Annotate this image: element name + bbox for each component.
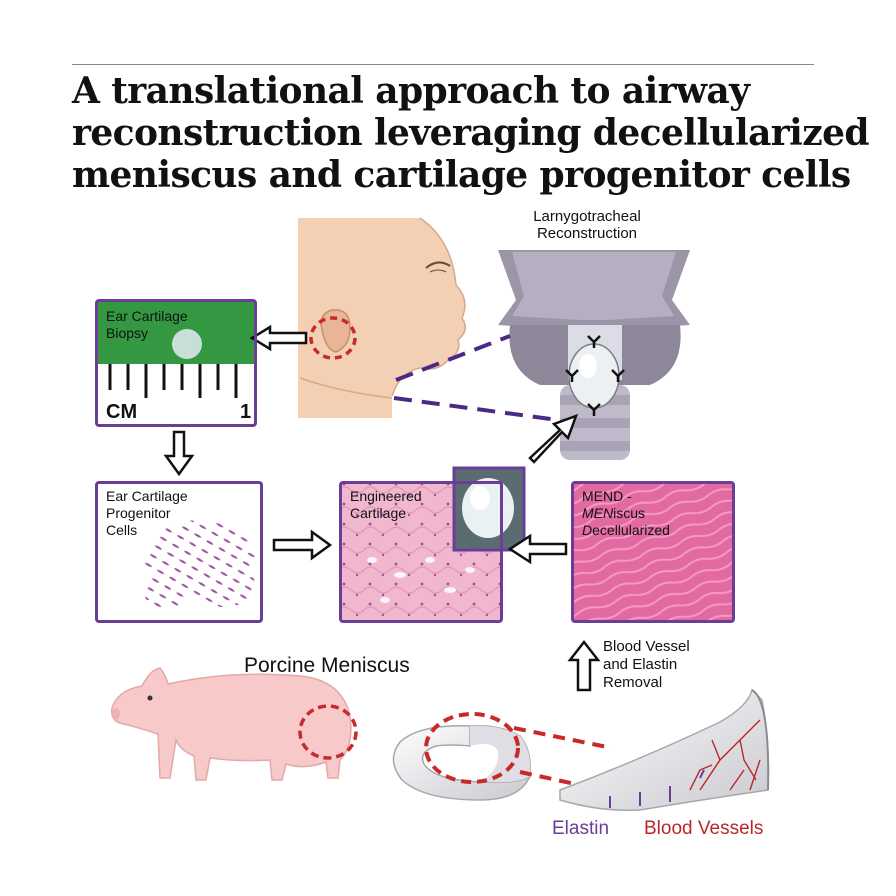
red-dash-upper (513, 726, 613, 750)
title-rule (72, 64, 814, 65)
porcine-meniscus-label: Porcine Meniscus (244, 654, 410, 677)
biopsy-panel (95, 299, 257, 427)
graft-implant (568, 343, 620, 409)
mend-histology (574, 484, 732, 620)
red-dash-lower (519, 770, 613, 794)
ruler-digit-label: 1 (240, 401, 252, 423)
mend-label-line2-italic: MEN (582, 505, 614, 521)
engineered-label: Engineered Cartilage (350, 488, 422, 522)
progenitor-label-line1: Ear Cartilage (106, 488, 188, 504)
title-line-3: meniscus and cartilage progenitor cells (72, 154, 851, 196)
removal-label-line1: Blood Vessel (603, 638, 690, 655)
elastin-label: Elastin (552, 818, 610, 839)
arrow-removal-up (567, 639, 601, 692)
meniscus-illustration (392, 712, 532, 801)
progenitor-label-line2: Progenitor (106, 505, 171, 521)
biopsy-label-line2: Biopsy (106, 325, 149, 341)
infant-illustration (298, 217, 466, 418)
meniscus-wedge-illustration (559, 688, 770, 812)
mend-label-line2: MENiscus (582, 505, 670, 522)
mend-panel (571, 481, 735, 623)
engineered-panel (339, 481, 503, 623)
vessel-network (689, 719, 761, 791)
mend-label-line3-italic: D (582, 522, 593, 538)
mend-label-line3-rest: ecellularized (592, 522, 670, 538)
pig-knee-marker (298, 704, 358, 760)
purple-dash-upper (395, 334, 511, 382)
purple-dash-lower (393, 396, 559, 422)
reconstruction-label-line2: Reconstruction (536, 225, 638, 242)
arrow-to-engineered (272, 529, 333, 561)
removal-label-line2: and Elastin (603, 656, 678, 673)
pig-illustration (111, 667, 358, 781)
reconstruction-label: Larnygotracheal Reconstruction (512, 208, 662, 242)
progenitor-cells-photo (98, 484, 260, 620)
biopsy-label: Ear Cartilage Biopsy (106, 308, 188, 342)
biopsy-photo (98, 302, 254, 424)
elastin-fibers (609, 769, 705, 808)
mend-label-line2-rest: iscus (613, 505, 646, 521)
arrow-mend-to-cartilage (507, 533, 568, 565)
suture-marks (565, 335, 625, 416)
figure-title: A translational approach to airway recon… (72, 70, 870, 196)
progenitor-label: Ear Cartilage Progenitor Cells (106, 488, 188, 539)
progenitor-panel (95, 481, 263, 623)
mend-label-line3: Decellularized (582, 522, 670, 539)
arrow-to-biopsy (249, 324, 308, 352)
progenitor-label-line3: Cells (106, 522, 138, 538)
blood-vessels-label: Blood Vessels (644, 818, 764, 839)
removal-label: Blood Vessel and Elastin Removal (603, 638, 690, 692)
larynx-trachea-illustration (498, 250, 690, 460)
biopsy-label-line1: Ear Cartilage (106, 308, 188, 324)
title-line-2: reconstruction leveraging decellularized (72, 112, 870, 154)
mend-label: MEND - MENiscus Decellularized (582, 488, 670, 539)
meniscus-section-marker (424, 712, 520, 784)
removal-label-line3: Removal (603, 674, 663, 691)
ruler-unit-label: CM (106, 401, 138, 423)
arrow-to-reconstruction (528, 413, 579, 464)
title-line-1: A translational approach to airway (72, 70, 750, 112)
reconstruction-label-line1: Larnygotracheal (533, 208, 641, 225)
mend-label-line1: MEND - (582, 488, 632, 504)
engineered-label-line2: Cartilage (350, 505, 407, 521)
ear-biopsy-marker (309, 316, 357, 360)
engineered-label-line1: Engineered (350, 488, 422, 504)
arrow-to-progenitor (163, 430, 195, 477)
